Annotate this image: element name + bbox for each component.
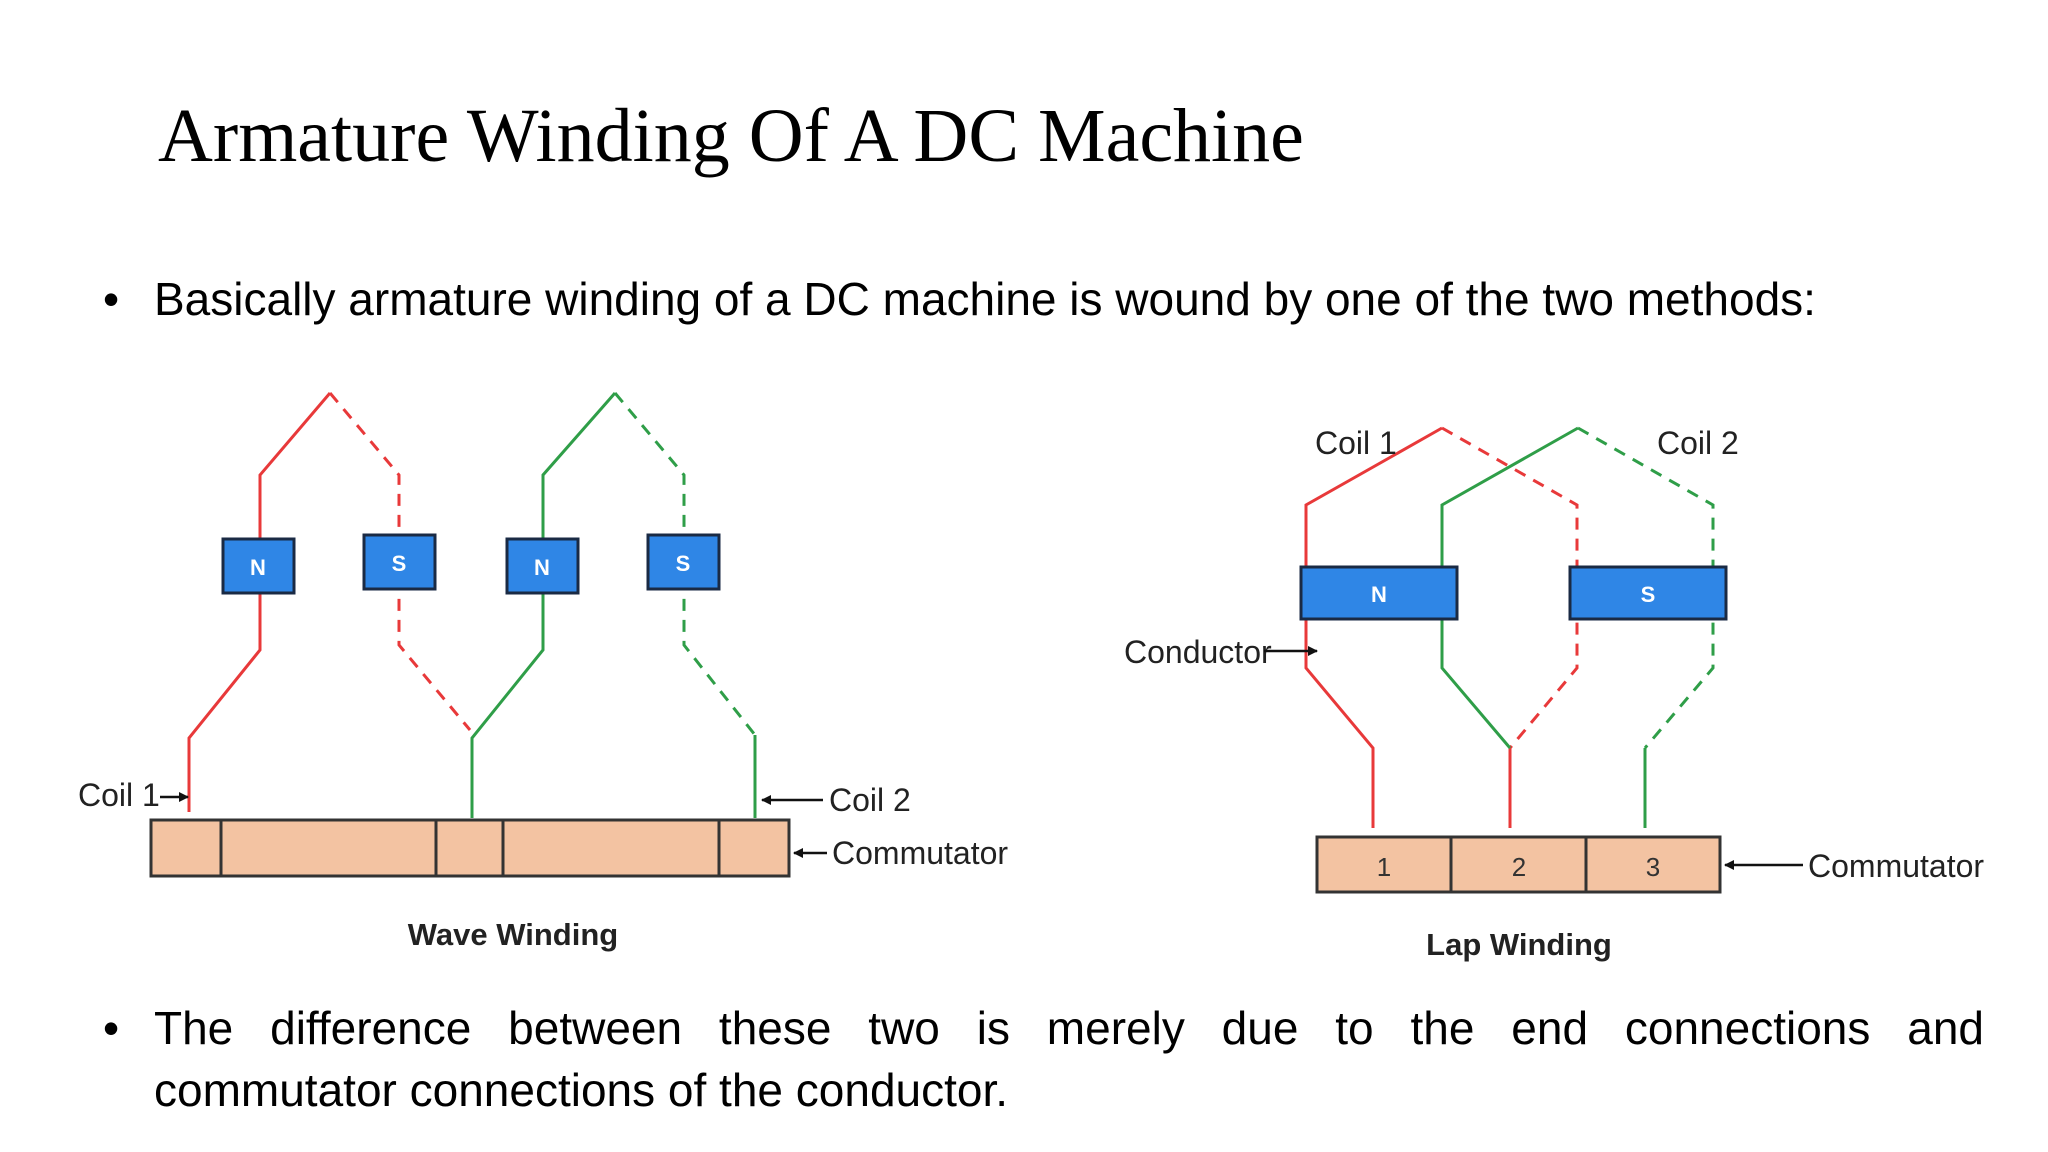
wave-pole-4-label: S — [676, 551, 691, 576]
wave-pole-1: N — [221, 537, 296, 595]
bullet-dot: • — [102, 273, 120, 325]
wave-pole-4: S — [646, 533, 721, 591]
bullet-intro-text: Basically armature winding of a DC machi… — [154, 273, 1816, 325]
wave-coil-1 — [187, 392, 472, 812]
lap-segment-3-label: 3 — [1646, 852, 1660, 882]
lap-winding-diagram: N S 1 2 3 Coil 1 Coil 2 Conductor Commut… — [1124, 425, 1984, 962]
wave-coil-1-label: Coil 1 — [78, 777, 160, 813]
wave-pole-1-label: N — [250, 555, 266, 580]
lap-coil-1-dashed — [1441, 426, 1579, 749]
lap-segment-1-label: 1 — [1377, 852, 1391, 882]
bullet-intro: • Basically armature winding of a DC mac… — [103, 268, 1816, 330]
wave-commutator-label: Commutator — [832, 835, 1008, 871]
lap-pole-2: S — [1568, 565, 1728, 621]
wave-coil-1-solid — [187, 392, 332, 812]
wave-coil-2-solid — [470, 392, 617, 818]
lap-coil-2-solid — [1440, 426, 1579, 749]
bullet-dot: • — [102, 1002, 120, 1054]
slide-title: Armature Winding Of A DC Machine — [158, 94, 1304, 178]
lap-pole-1-label: N — [1371, 582, 1387, 607]
bullet-difference: • The difference between these two is me… — [103, 997, 1984, 1121]
wave-caption: Wave Winding — [408, 917, 618, 952]
lap-pole-1: N — [1299, 565, 1459, 621]
wave-pole-3: N — [505, 537, 580, 595]
wave-pole-2-label: S — [392, 551, 407, 576]
lap-coil-2-label: Coil 2 — [1657, 425, 1739, 461]
lap-segment-2-label: 2 — [1512, 852, 1526, 882]
bullet-difference-line-1: The difference between these two is mere… — [154, 1002, 1984, 1054]
bullet-difference-line-2: commutator connections of the conductor. — [154, 1064, 1009, 1116]
lap-caption: Lap Winding — [1426, 927, 1612, 962]
lap-commutator-label: Commutator — [1808, 848, 1984, 884]
lap-conductor-label: Conductor — [1124, 634, 1272, 670]
wave-commutator — [149, 818, 791, 878]
wave-pole-2: S — [362, 533, 437, 591]
wave-coil-2-label: Coil 2 — [829, 782, 911, 818]
lap-pole-2-label: S — [1641, 582, 1656, 607]
lap-coil-1-label: Coil 1 — [1315, 425, 1397, 461]
wave-winding-diagram: N S N S Coil 1 Coil 2 Commutator Wave Wi — [78, 392, 1008, 952]
lap-commutator: 1 2 3 — [1315, 835, 1722, 894]
wave-pole-3-label: N — [534, 555, 550, 580]
lap-coil-1-solid — [1304, 426, 1443, 828]
wave-coil-2 — [470, 392, 757, 818]
